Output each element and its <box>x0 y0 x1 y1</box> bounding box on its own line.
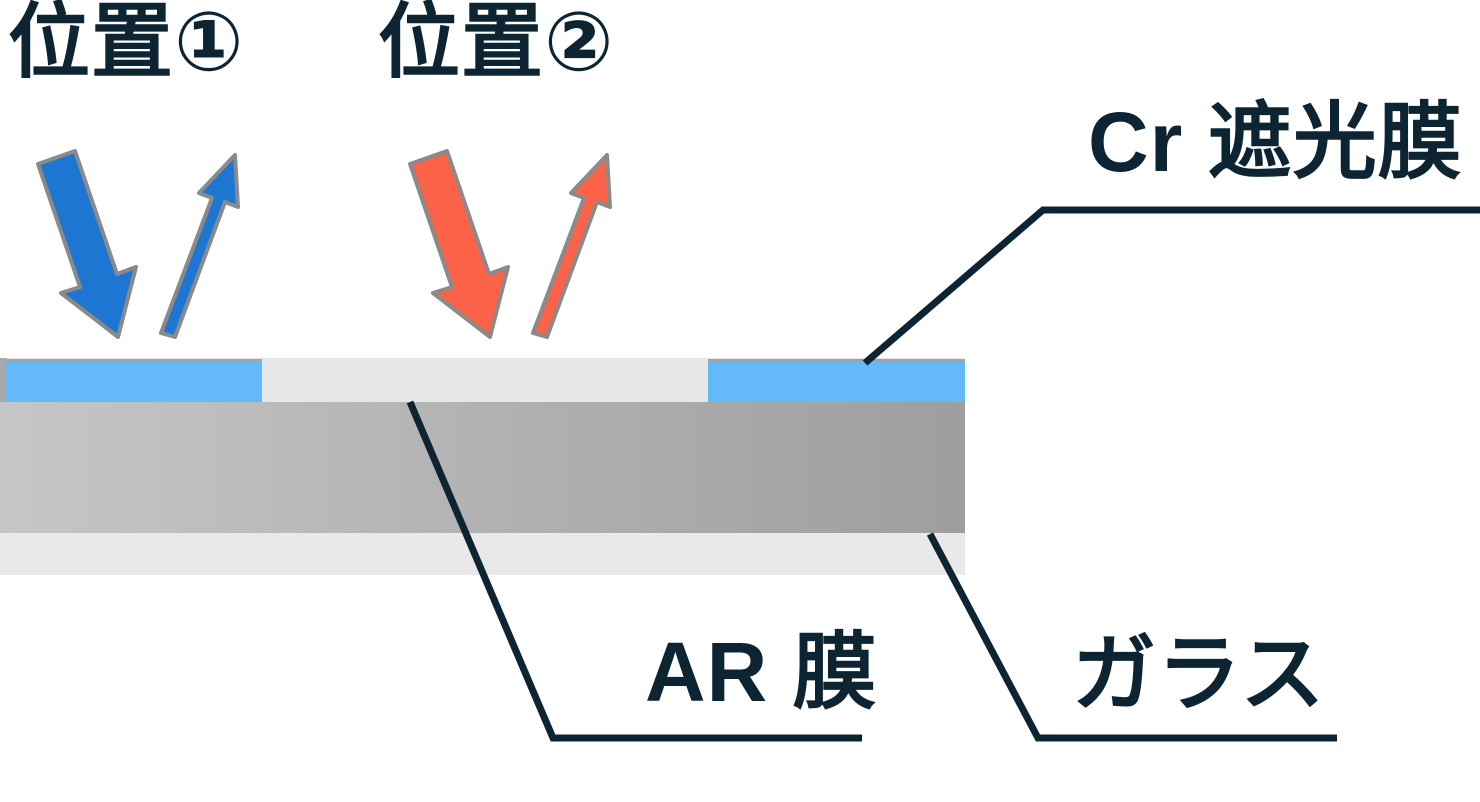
position1-label: 位置① <box>8 0 245 88</box>
glass-label: ガラス <box>1072 627 1326 721</box>
ar-film-layer <box>0 358 965 402</box>
cr-shield-film-segment-right <box>708 359 965 402</box>
glass-bottom-surface <box>0 533 965 575</box>
incident-light-arrow-icon <box>36 149 138 339</box>
position2-beams <box>408 149 612 339</box>
reflected-light-arrow-icon <box>531 153 612 339</box>
glass-edge-sliver <box>0 358 7 402</box>
cr-film-leader-line <box>862 206 1480 366</box>
ar-film-label: AR 膜 <box>645 625 878 719</box>
cr-shield-film-segment-left <box>6 359 262 402</box>
position1-beams <box>36 149 240 339</box>
cr-shield-film-label: Cr 遮光膜 <box>1088 95 1463 189</box>
position2-label: 位置② <box>378 0 615 88</box>
reflected-light-arrow-icon <box>159 153 240 339</box>
glass-layer <box>0 402 965 533</box>
incident-light-arrow-icon <box>408 149 510 339</box>
